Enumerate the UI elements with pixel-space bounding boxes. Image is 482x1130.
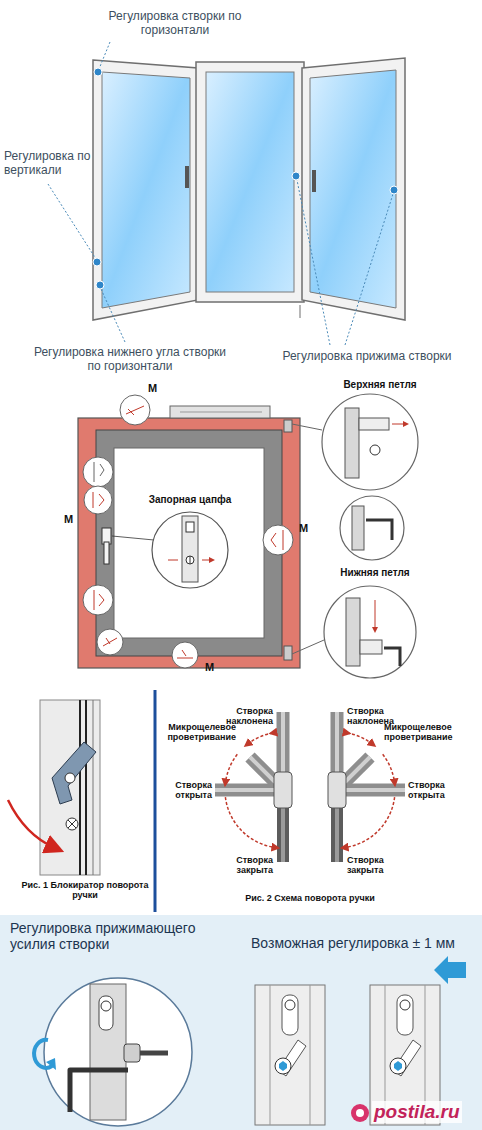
position-label: Створка открыта [158,780,212,801]
figure-caption: Рис. 1 Блокиратор поворота ручки [18,880,152,901]
detail-mark: M [64,513,78,526]
inset-title: Верхняя петля [330,379,430,391]
locking-pin-zoom [152,512,228,588]
position-label: Створка закрыта [216,855,273,876]
separator [154,690,157,912]
position-label: Микрощелевое проветривание [156,722,236,743]
detail-circles [83,395,293,668]
callout-label: Регулировка створки по горизонтали [90,10,260,38]
inset-title: Нижняя петля [325,567,425,579]
callout-label: Регулировка нижнего угла створки по гори… [30,346,230,374]
part-label: Запорная цапфа [138,494,242,506]
position-label: Микрощелевое проветривание [384,722,474,743]
handle-positions [215,712,405,862]
handle-blocker [8,700,100,875]
adjust-points [93,68,398,289]
callout-label: Регулировка по вертикали [4,150,94,178]
watermark: postila.ru [372,1101,462,1123]
figure-caption: Рис. 2 Схема поворота ручки [180,893,440,903]
triple-window [93,58,405,320]
section-title: Возможная регулировка ± 1 мм [228,935,478,951]
watermark-logo [351,1104,369,1122]
leader-lines [48,42,393,345]
position-label: Створка закрыта [347,855,407,876]
frame-drawing [78,406,300,668]
eccentric-profiles [255,956,466,1125]
position-label: Створка открыта [408,780,474,801]
detail-mark: M [148,382,162,395]
panel-ground [0,915,482,1130]
rotation-arcs [225,733,394,848]
callout-label: Регулировка прижима створки [262,350,472,364]
section-title: Регулировка прижимающего усилия створки [10,920,215,952]
detail-mark: M [205,661,219,674]
pressure-adjust-zoom [34,978,192,1126]
detail-mark: M [299,522,313,535]
hinge-insets [292,394,418,678]
